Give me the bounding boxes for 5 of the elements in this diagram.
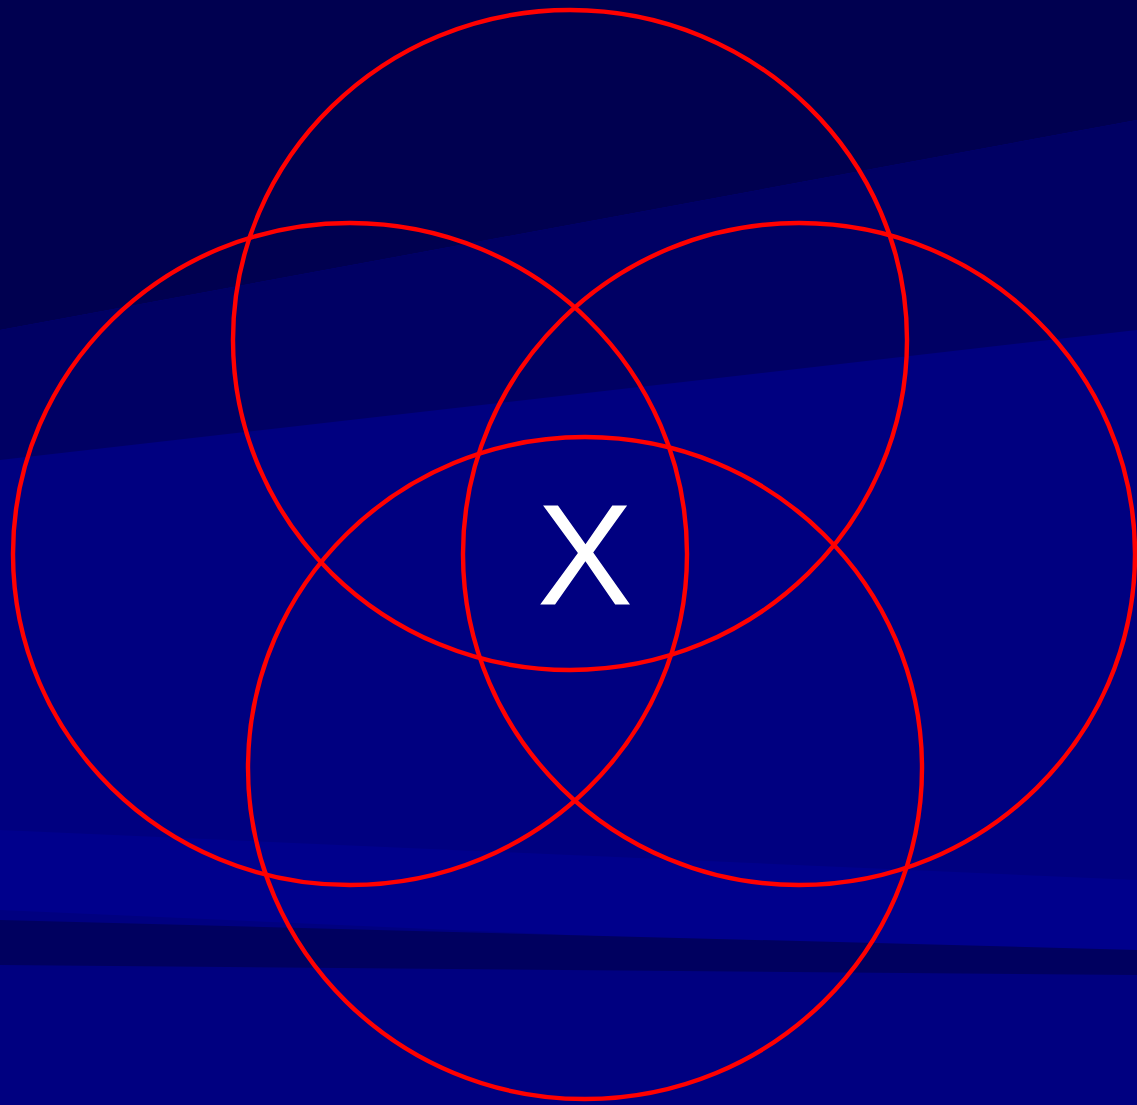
ellipse	[460, 220, 1137, 888]
ellipse	[10, 220, 690, 888]
center-letter: X	[540, 505, 630, 605]
ellipse	[230, 7, 910, 673]
ellipse	[245, 434, 925, 1102]
